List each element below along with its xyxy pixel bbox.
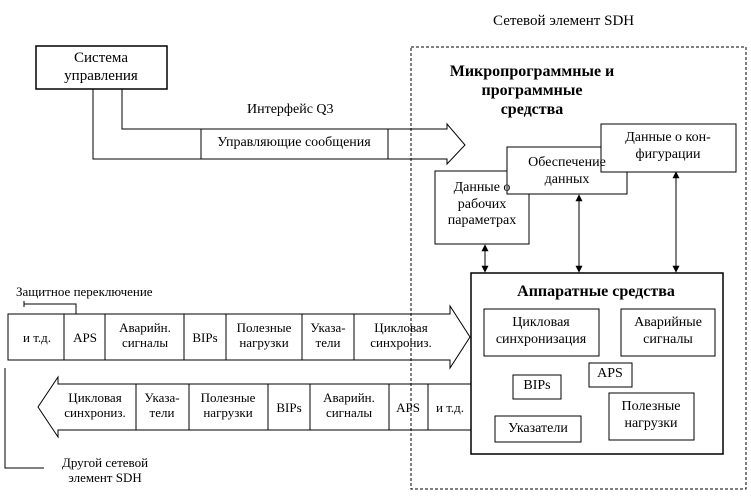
- bottom-segment-alarms: Аварийн. сигналы: [323, 390, 375, 421]
- perf-data-box: [434, 170, 530, 245]
- bottom-segment-bips: BIPs: [276, 400, 302, 415]
- aps-box: [588, 362, 633, 388]
- q3-interface-arrow: [92, 89, 466, 166]
- alarms-box: [620, 308, 716, 357]
- bottom-segment-frame-sync: Цикловая синхрониз.: [64, 390, 126, 421]
- hw-frame-sync-label: Цикловая синхронизация: [495, 315, 587, 347]
- frame-sync-box: [483, 308, 600, 357]
- top-stream-dividers: [63, 314, 355, 360]
- top-segment-bips: BIPs: [192, 330, 218, 345]
- bips-box: [512, 374, 562, 400]
- management-system-label: Система управления: [64, 50, 138, 84]
- bottom-segment-payloads: Полезные нагрузки: [200, 390, 256, 421]
- software-title: Микропрограммные и программные средства: [449, 63, 615, 118]
- network-element-title: Сетевой элемент SDH: [493, 13, 635, 29]
- hw-bips-label: BIPs: [523, 378, 551, 393]
- pointers-box: [494, 415, 582, 443]
- bottom-stream-arrow: [37, 375, 471, 439]
- top-segment-payloads: Полезные нагрузки: [236, 320, 292, 351]
- perf-data-label: Данные о рабочих параметрах: [447, 180, 517, 229]
- hardware-title: Аппаратные средства: [517, 283, 675, 300]
- top-segment-alarms: Аварийн. сигналы: [119, 320, 171, 351]
- top-segment-pointers: Указа- тели: [310, 320, 346, 351]
- config-data-label: Данные о кон- фигурации: [625, 130, 711, 162]
- hw-pointers-label: Указатели: [508, 421, 568, 436]
- bottom-segment-pointers: Указа- тели: [144, 390, 180, 421]
- hw-aps-label: APS: [597, 366, 623, 381]
- top-segment-aps: APS: [73, 330, 97, 345]
- data-support-label: Обеспечение данных: [528, 155, 606, 187]
- config-data-box: [600, 123, 737, 173]
- protection-switching-label: Защитное переключение: [16, 284, 153, 299]
- hw-alarms-label: Аварийные сигналы: [634, 315, 702, 347]
- top-segment-frame-sync: Цикловая синхрониз.: [370, 320, 432, 351]
- bottom-stream-dividers: [135, 384, 429, 430]
- q3-interface-label: Интерфейс Q3: [247, 102, 334, 117]
- protection-switching-bracket: [23, 301, 77, 314]
- other-element-bracket: [4, 368, 44, 469]
- network-element-boundary: [410, 46, 747, 490]
- q3-messages-label: Управляющие сообщения: [217, 135, 371, 150]
- top-segment-etc: и т.д.: [22, 330, 52, 345]
- management-system-box: [35, 45, 168, 90]
- top-stream-arrow: [7, 304, 471, 370]
- bottom-segment-aps: APS: [396, 400, 420, 415]
- bottom-segment-etc: и т.д.: [435, 400, 465, 415]
- other-element-label: Другой сетевой элемент SDH: [61, 455, 149, 486]
- hw-payloads-label: Полезные нагрузки: [621, 399, 681, 431]
- payloads-box: [608, 392, 695, 441]
